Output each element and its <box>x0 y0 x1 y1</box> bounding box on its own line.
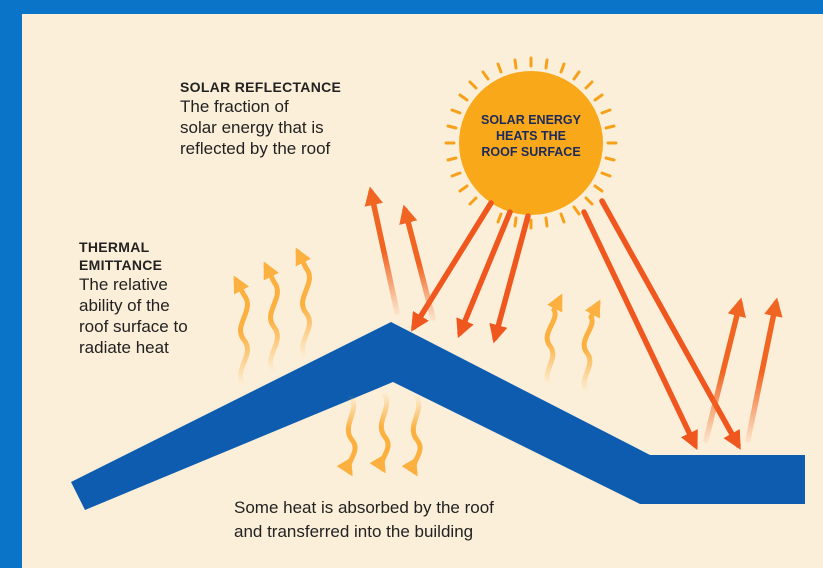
solar-reflectance-line: solar energy that is <box>180 118 324 137</box>
solar-reflectance-title: SOLAR REFLECTANCE <box>180 79 342 95</box>
solar-reflectance-line: reflected by the roof <box>180 139 331 158</box>
reflected-arrow <box>364 186 400 315</box>
incoming-arrow <box>581 209 698 451</box>
thermal-emittance-line: radiate heat <box>79 338 169 357</box>
thermal-emittance-line: ability of the <box>79 296 170 315</box>
reflected-arrow <box>745 297 783 443</box>
absorbed-heat-caption: Some heat is absorbed by the roof and tr… <box>234 496 614 544</box>
incoming-arrow <box>489 213 531 344</box>
roof-shape <box>71 322 805 510</box>
thermal-emittance-line: roof surface to <box>79 317 188 336</box>
sun-label-line: SOLAR ENERGY <box>480 113 581 127</box>
solar-reflectance-line: The fraction of <box>180 97 289 116</box>
absorbed-heat-line: Some heat is absorbed by the roof <box>234 498 494 517</box>
thermal-emittance-line: The relative <box>79 275 168 294</box>
heat-wave-arrow <box>581 299 601 395</box>
solar-reflectance-label: SOLAR REFLECTANCE The fraction of solar … <box>180 78 420 159</box>
absorbed-heat-line: and transferred into the building <box>234 522 474 541</box>
incoming-arrow <box>599 198 741 450</box>
thermal-emittance-title: THERMAL <box>79 239 150 255</box>
reflected-arrow <box>399 204 436 321</box>
thermal-emittance-label: THERMAL EMITTANCE The relative ability o… <box>79 238 239 358</box>
heat-wave-arrow <box>336 392 358 477</box>
sun-icon <box>444 56 618 230</box>
incoming-arrow <box>456 209 513 339</box>
heat-wave-arrow <box>263 261 280 375</box>
sun-label: SOLAR ENERGY HEATS THE ROOF SURFACE <box>467 112 595 160</box>
heat-wave-arrow <box>369 389 391 474</box>
reflected-arrow <box>703 297 746 443</box>
heat-wave-arrow <box>233 275 250 388</box>
heat-wave-arrow <box>544 293 563 388</box>
sun-label-line: HEATS THE <box>496 129 566 143</box>
thermal-emittance-title: EMITTANCE <box>79 257 163 273</box>
heat-wave-arrow <box>401 392 423 477</box>
heat-wave-arrow <box>295 247 312 361</box>
sun-label-line: ROOF SURFACE <box>481 145 581 159</box>
incoming-arrow <box>411 200 494 332</box>
